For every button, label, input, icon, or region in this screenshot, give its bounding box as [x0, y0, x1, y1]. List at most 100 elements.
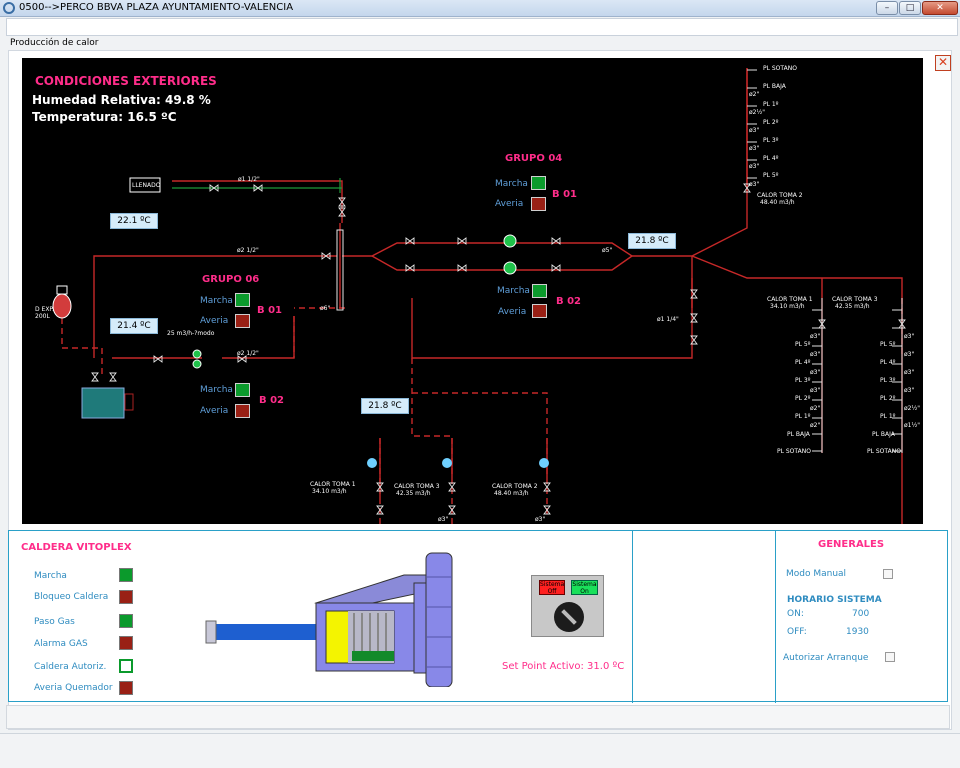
window-title: 0500-->PERCO BBVA PLAZA AYUNTAMIENTO-VAL… [19, 2, 294, 13]
riser-right-7: PL 2º [880, 395, 896, 402]
riser-left-6: ø3" [810, 387, 821, 394]
pipe-dia-return: ø2 1/2" [237, 350, 259, 357]
grupo06-b02-run-indicator [235, 383, 250, 397]
caldera-bloqueo-label: Bloqueo Caldera [34, 592, 109, 602]
status-bar [6, 705, 950, 729]
temp-box-collector: 21.8 ºC [628, 233, 676, 249]
system-on-lamp: Sistema On [571, 580, 598, 595]
grupo04-title: GRUPO 04 [505, 153, 563, 164]
riser-top-3: PL 1º [763, 101, 779, 108]
caldera-averia-quemador-label: Averia Quemador [34, 683, 113, 693]
riser-top-8: ø3" [749, 145, 760, 152]
riser-right-4: ø3" [904, 369, 915, 376]
riser-left-5: PL 3º [795, 377, 811, 384]
caldera-bloqueo-indicator [119, 590, 133, 604]
riser-right-10: ø1½" [904, 422, 921, 429]
calor-toma2-label: CALOR TOMA 2 [492, 483, 538, 490]
off-time-value[interactable]: 1930 [846, 627, 869, 637]
maximize-button[interactable]: □ [899, 1, 921, 15]
calor-toma3-label: CALOR TOMA 3 [394, 483, 440, 490]
title-bar: 0500-->PERCO BBVA PLAZA AYUNTAMIENTO-VAL… [0, 0, 960, 17]
close-icon[interactable]: ✕ [935, 55, 951, 71]
off-label: OFF: [787, 627, 807, 637]
riser-right-2: ø3" [904, 351, 915, 358]
system-selector-switch[interactable]: Sistema Off Sistema On [531, 575, 604, 637]
pipe-dia-exchanger: ø6" [320, 305, 331, 312]
piping-diagram [52, 68, 906, 524]
riser-left-4: ø3" [810, 369, 821, 376]
caldera-alarma-gas-indicator [119, 636, 133, 650]
hydraulic-schematic: CONDICIONES EXTERIORES Humedad Relativa:… [22, 58, 923, 524]
riser-right-12: PL SOTANO [867, 448, 901, 455]
riser-top-5: PL 2º [763, 119, 779, 126]
riser-top-1: PL BAJA [763, 83, 786, 90]
grupo04-marcha-label-2: Marcha [497, 286, 530, 296]
pipe-dia-toma3: ø3" [438, 516, 449, 523]
calor-toma1-flow: 34.10 m3/h [312, 488, 347, 495]
calor-toma1-label: CALOR TOMA 1 [310, 481, 356, 488]
system-off-lamp: Sistema Off [539, 580, 565, 595]
caldera-autoriz-label: Caldera Autoriz. [34, 662, 107, 672]
grupo04-b01-fault-indicator [531, 197, 546, 211]
riser-left-8: ø2" [810, 405, 821, 412]
grupo04-b02-label: B 02 [556, 296, 582, 307]
autorizar-arranque-checkbox[interactable] [885, 652, 895, 662]
riser-top-10: ø3" [749, 163, 760, 170]
caldera-alarma-gas-label: Alarma GAS [34, 639, 88, 649]
riser-right-11: PL BAJA [872, 431, 895, 438]
exterior-title: CONDICIONES EXTERIORES [35, 74, 217, 88]
selector-knob[interactable] [554, 602, 584, 632]
grupo04-b02-fault-indicator [532, 304, 547, 318]
riser-left-3: PL 4º [795, 359, 811, 366]
grupo06-b01-fault-indicator [235, 314, 250, 328]
taskbar-area [0, 733, 960, 768]
grupo06-title: GRUPO 06 [202, 274, 260, 285]
calor-toma3-riser-flow: 42.35 m3/h [835, 303, 870, 310]
riser-right-8: ø2½" [904, 405, 921, 412]
caldera-autoriz-indicator [119, 659, 133, 673]
riser-left-1: PL 5º [795, 341, 811, 348]
grupo04-b02-run-indicator [532, 284, 547, 298]
pipe-dia-filling: ø1 1/2" [238, 176, 260, 183]
calor-toma1-riser-label: CALOR TOMA 1 [767, 296, 813, 303]
temp-box-boiler-return: 21.4 ºC [110, 318, 158, 334]
calor-toma2-flow: 48.40 m3/h [494, 490, 529, 497]
llenado-label: LLENADO [132, 182, 161, 189]
divider [632, 531, 633, 703]
temp-box-boiler-supply: 22.1 ºC [110, 213, 158, 229]
caldera-paso-gas-label: Paso Gas [34, 617, 75, 627]
grupo06-b01-run-indicator [235, 293, 250, 307]
riser-top-12: ø3" [749, 181, 760, 188]
control-panel: CALDERA VITOPLEX Marcha Bloqueo Caldera … [8, 530, 948, 703]
screen-title: Producción de calor [10, 38, 99, 48]
modo-manual-checkbox[interactable] [883, 569, 893, 579]
riser-left-9: PL 1º [795, 413, 811, 420]
grupo06-averia-label-2: Averia [200, 406, 229, 416]
riser-right-5: PL 3º [880, 377, 896, 384]
riser-right-3: PL 4º [880, 359, 896, 366]
modo-manual-label: Modo Manual [786, 569, 847, 579]
pipe-dia-bypass: ø1 1/4" [657, 316, 679, 323]
pipe-dia-collector: ø5" [602, 247, 613, 254]
on-label: ON: [787, 609, 804, 619]
grupo06-averia-label: Averia [200, 316, 229, 326]
calor-toma2-riser-label: CALOR TOMA 2 [757, 192, 803, 199]
expansion-vessel-label: D EXP. 200L [35, 306, 55, 320]
riser-right-1: PL 5º [880, 341, 896, 348]
calor-toma3-riser-label: CALOR TOMA 3 [832, 296, 878, 303]
caldera-marcha-label: Marcha [34, 571, 67, 581]
autorizar-arranque-label: Autorizar Arranque [783, 653, 869, 663]
riser-right-9: PL 1º [880, 413, 896, 420]
on-time-value[interactable]: 700 [852, 609, 870, 619]
riser-top-7: PL 3º [763, 137, 779, 144]
sub-header [6, 18, 958, 36]
grupo04-marcha-label: Marcha [495, 179, 528, 189]
outdoor-temperature: Temperatura: 16.5 ºC [32, 110, 177, 124]
minimize-button[interactable]: – [876, 1, 898, 15]
calor-toma2-riser-flow: 48.40 m3/h [760, 199, 795, 206]
divider [775, 531, 776, 703]
grupo06-marcha-label-2: Marcha [200, 385, 233, 395]
riser-top-6: ø3" [749, 127, 760, 134]
window-close-button[interactable]: ✕ [922, 1, 958, 15]
boiler-illustration [205, 552, 453, 687]
